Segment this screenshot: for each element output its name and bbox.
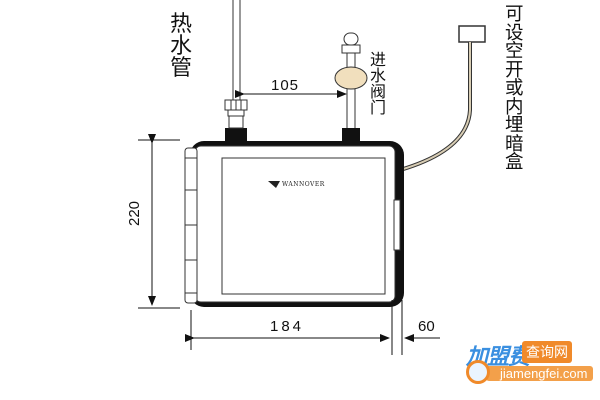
label-char: 阀 bbox=[370, 82, 387, 101]
watermark-tag: 查询网 bbox=[522, 341, 572, 363]
label-char: 水 bbox=[370, 66, 387, 85]
dim-pipe-spacing: 105 bbox=[271, 77, 300, 94]
junction-box-note: 可 设 空 开 或 内 埋 暗 盒 bbox=[505, 4, 524, 173]
label-char: 盒 bbox=[505, 152, 524, 173]
dim-height: 220 bbox=[126, 200, 143, 226]
hot-water-pipe bbox=[224, 0, 248, 142]
heater-body bbox=[184, 141, 404, 307]
magnifier-icon bbox=[466, 360, 490, 384]
inlet-valve bbox=[334, 32, 368, 142]
label-char: 可 bbox=[505, 4, 524, 25]
label-char: 埋 bbox=[505, 115, 524, 136]
label-char: 设 bbox=[505, 22, 524, 44]
dim-depth: 60 bbox=[418, 318, 435, 335]
inlet-valve-label: 进 水 阀 门 bbox=[370, 52, 386, 116]
label-char: 门 bbox=[370, 98, 387, 117]
label-char: 管 bbox=[170, 56, 193, 81]
dim-width: 184 bbox=[270, 318, 305, 335]
hot-water-pipe-label: 热 水 管 bbox=[170, 14, 192, 80]
label-char: 热 bbox=[170, 12, 193, 37]
label-char: 空 bbox=[505, 41, 524, 62]
label-char: 或 bbox=[505, 78, 524, 99]
label-char: 进 bbox=[370, 50, 387, 69]
label-char: 水 bbox=[170, 34, 193, 59]
label-char: 内 bbox=[505, 96, 524, 118]
label-char: 暗 bbox=[505, 133, 524, 155]
brand-logo: WANNOVER bbox=[282, 181, 325, 188]
label-char: 开 bbox=[505, 59, 524, 81]
watermark-url: jiamengfei.com bbox=[486, 366, 594, 381]
